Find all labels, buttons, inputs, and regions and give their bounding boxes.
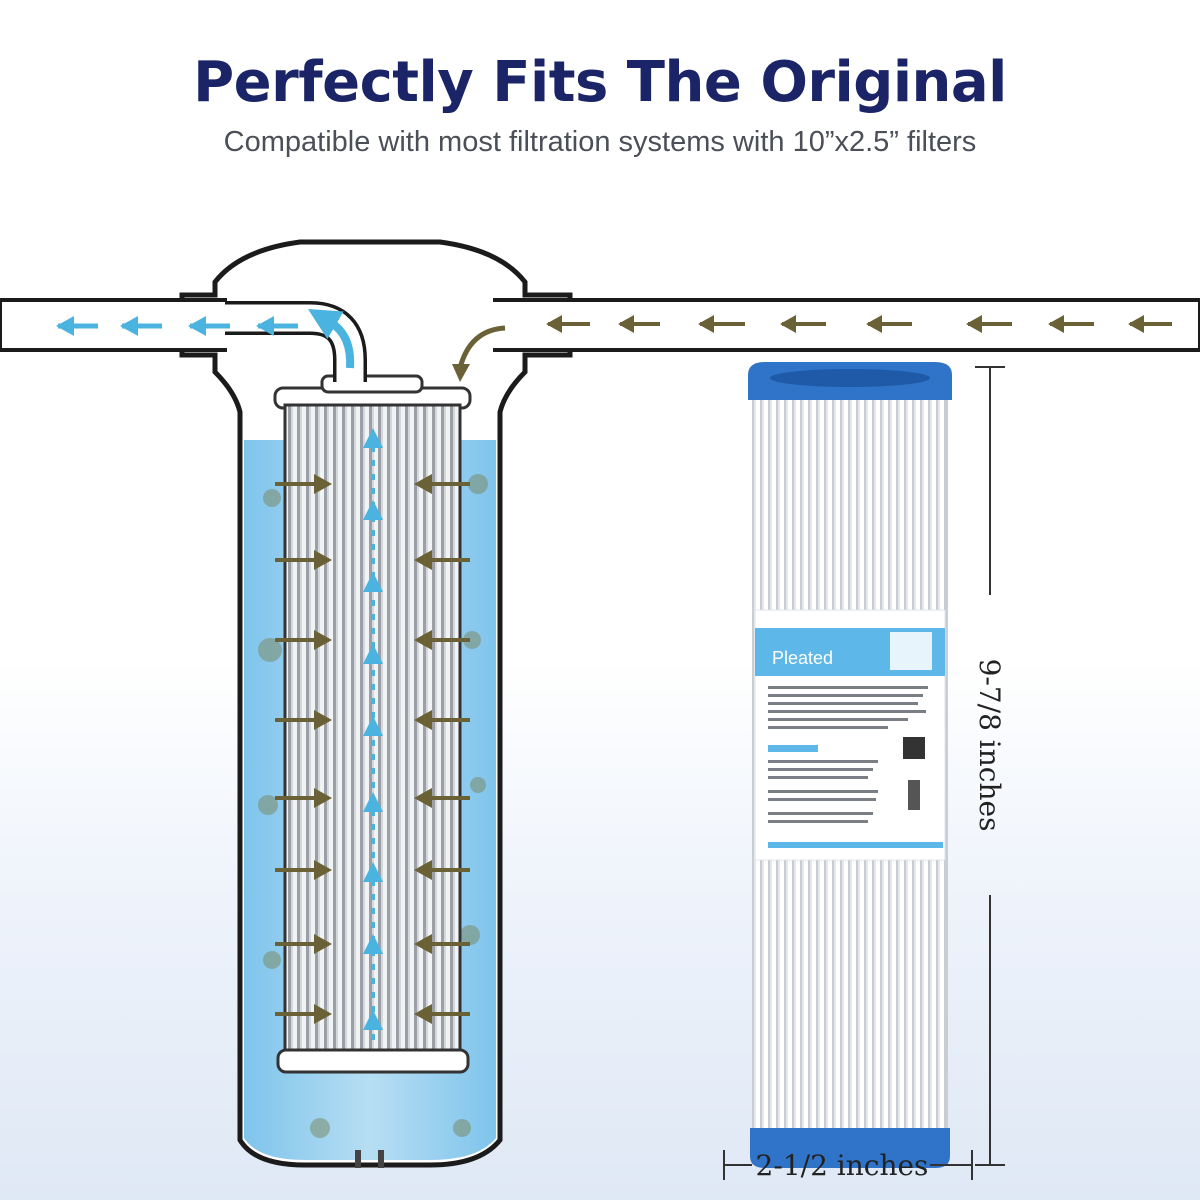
page-subtitle: Compatible with most filtration systems … [223, 126, 977, 158]
height-dimension [975, 366, 1005, 1166]
barcode-icon [908, 780, 920, 810]
brand-logo-icon [890, 632, 932, 670]
height-label: 9-7/8 inches [973, 659, 1006, 832]
label-title: Pleated [772, 648, 833, 668]
sediment [258, 474, 488, 1138]
width-label: 2-1/2 inches [756, 1149, 929, 1182]
inlet-curve-arrow [457, 325, 506, 369]
page-title: Perfectly Fits The Original [193, 50, 1007, 115]
qr-code-icon [903, 737, 925, 759]
inflow-arrows [546, 315, 1172, 333]
center-flow-arrows [363, 428, 383, 1040]
inward-arrows [273, 474, 472, 1026]
product-filter: Pleated [748, 362, 952, 1168]
width-dimension [723, 1150, 973, 1180]
bottom-cap [750, 1128, 950, 1168]
label-fine-print [768, 686, 943, 848]
outflow-arrows [56, 316, 298, 336]
